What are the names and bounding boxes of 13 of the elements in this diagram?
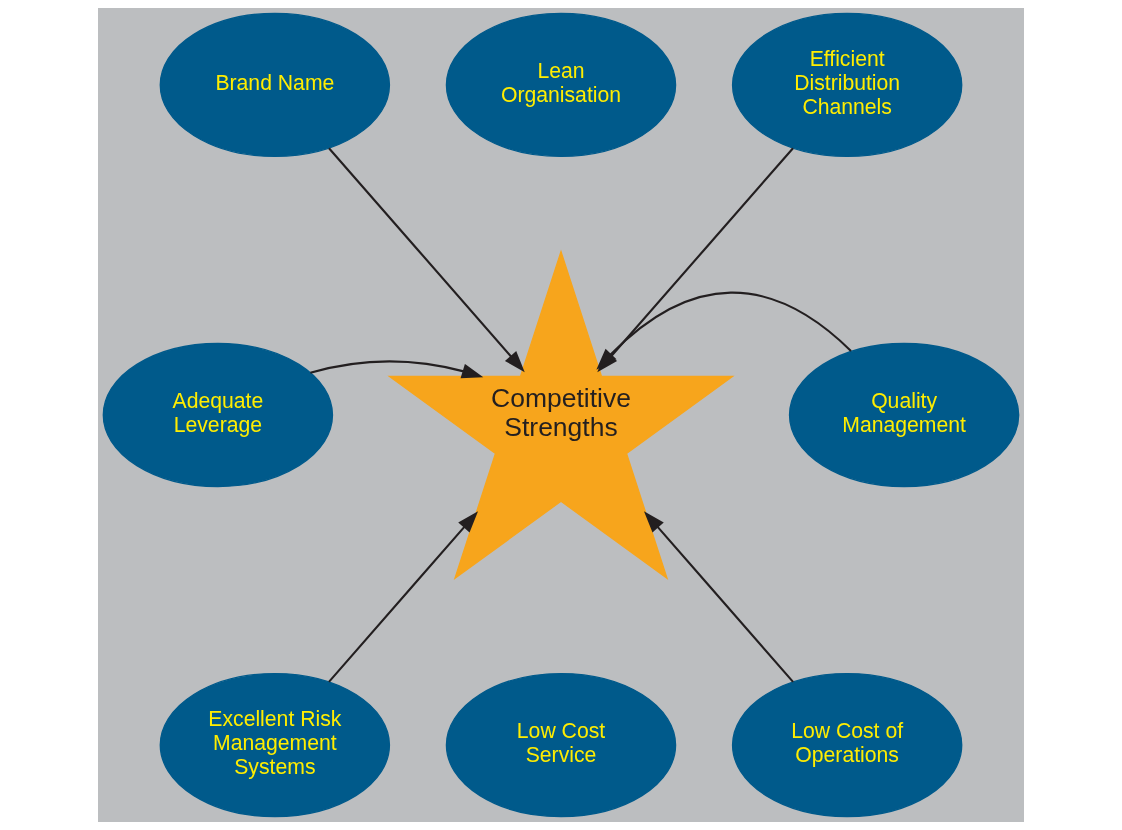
arrow	[643, 511, 794, 683]
node-ellipse: Efficient Distribution Channels	[731, 12, 963, 158]
node-ellipse: Excellent Risk Management Systems	[159, 672, 391, 818]
arrow	[310, 360, 484, 379]
node-ellipse: Lean Organisation	[445, 12, 677, 158]
arrow	[596, 291, 852, 370]
arrow	[328, 511, 479, 683]
arrow	[328, 147, 525, 373]
node-ellipse: Low Cost Service	[445, 672, 677, 818]
node-ellipse: Brand Name	[159, 12, 391, 158]
node-ellipse: Low Cost of Operations	[731, 672, 963, 818]
node-ellipse: Quality Management	[788, 342, 1020, 488]
node-ellipse: Adequate Leverage	[102, 342, 334, 488]
